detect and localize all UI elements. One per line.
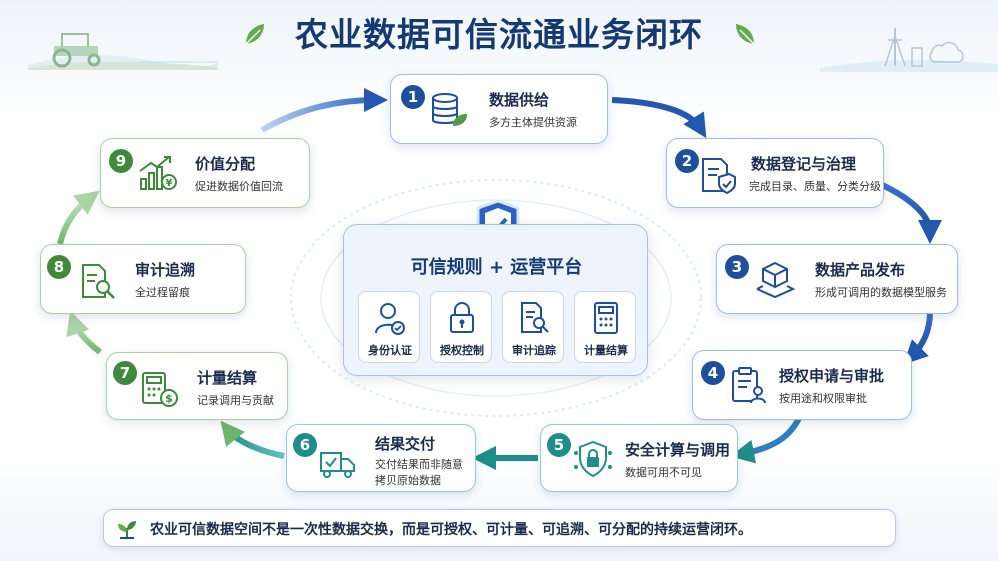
step-card-3[interactable]: 3 数据产品发布 形成可调用的数据模型服务	[716, 244, 958, 314]
document-shield-icon	[702, 158, 736, 195]
step-title-9: 价值分配	[195, 155, 256, 173]
step-desc-4: 按用途和权限审批	[779, 392, 867, 405]
step-title-7: 计量结算	[197, 369, 258, 387]
step-card-6[interactable]: 6 结果交付 交付结果而非随意 拷贝原始数据	[286, 424, 476, 492]
tile-authorization[interactable]: 授权控制	[430, 291, 492, 363]
step-title-4: 授权申请与审批	[779, 367, 885, 385]
tile-identity[interactable]: 身份认证	[358, 291, 420, 363]
step-desc-6-line1: 交付结果而非随意	[375, 458, 463, 471]
step-desc-6-line2: 拷贝原始数据	[375, 474, 441, 487]
tile-authorization-label: 授权控制	[440, 344, 484, 357]
step-card-4[interactable]: 4 授权申请与审批 按用途和权限审批	[692, 350, 912, 420]
step-card-5[interactable]: 5 安全计算与调用 数据可用不可见	[540, 424, 738, 492]
page-title: 农业数据可信流通业务闭环	[295, 15, 703, 54]
center-title: 可信规则 + 运营平台	[410, 257, 583, 278]
step-card-8[interactable]: 8 审计追溯 全过程留痕	[40, 244, 246, 314]
tile-audit-label: 审计追踪	[512, 344, 556, 357]
doc-search-icon	[521, 302, 549, 333]
step-number-8: 8	[47, 255, 71, 279]
clipboard-user-icon	[732, 367, 766, 404]
tile-identity-label: 身份认证	[368, 344, 412, 357]
step-desc-2: 完成目录、质量、分类分级	[749, 180, 881, 193]
cube-platform-icon	[756, 261, 795, 299]
step-title-3: 数据产品发布	[815, 261, 906, 279]
calculator-coin-icon: $	[142, 372, 178, 407]
step-title-8: 审计追溯	[135, 261, 196, 279]
tile-billing[interactable]: 计量结算	[574, 291, 636, 363]
step-title-1: 数据供给	[489, 91, 550, 109]
document-search-icon	[82, 264, 115, 299]
growth-chart-coin-icon: ¥	[139, 156, 177, 190]
step-desc-5: 数据可用不可见	[625, 466, 702, 479]
database-leaf-icon	[432, 93, 467, 126]
tractor-icon	[28, 33, 218, 70]
step-card-1[interactable]: 1 数据供给 多方主体提供资源	[390, 74, 608, 144]
tile-billing-label: 计量结算	[584, 344, 628, 357]
step-number-9: 9	[109, 149, 133, 173]
step-desc-7: 记录调用与贡献	[197, 394, 274, 407]
step-card-7[interactable]: 7 $ 计量结算 记录调用与贡献	[106, 352, 288, 420]
step-number-2: 2	[675, 149, 699, 173]
step-desc-8: 全过程留痕	[135, 286, 190, 299]
step-number-1: 1	[401, 85, 425, 109]
step-desc-3: 形成可调用的数据模型服务	[815, 286, 947, 299]
padlock-icon	[450, 302, 474, 333]
step-card-9[interactable]: 9 ¥ 价值分配 促进数据价值回流	[100, 138, 310, 208]
step-number-5: 5	[547, 433, 571, 457]
step-desc-1: 多方主体提供资源	[489, 116, 577, 129]
step-number-6: 6	[293, 433, 317, 457]
user-check-icon	[375, 303, 405, 335]
step-card-2[interactable]: 2 数据登记与治理 完成目录、质量、分类分级	[666, 138, 884, 208]
step-title-2: 数据登记与治理	[751, 155, 857, 173]
step-title-6: 结果交付	[375, 435, 436, 453]
svg-text:$: $	[165, 392, 173, 405]
step-number-7: 7	[113, 361, 137, 385]
tile-audit[interactable]: 审计追踪	[502, 291, 564, 363]
step-desc-9: 促进数据价值回流	[195, 180, 283, 193]
calculator-icon	[594, 302, 618, 334]
summary-text: 农业可信数据空间不是一次性数据交换，而是可授权、可计量、可追溯、可分配的持续运营…	[150, 522, 752, 538]
chip-lock-icon	[574, 440, 612, 478]
step-number-4: 4	[701, 361, 725, 385]
center-platform-panel: 可信规则 + 运营平台 身份认证 授权控制 审计追踪	[343, 224, 648, 376]
step-number-3: 3	[725, 255, 749, 279]
tower-cloud-icon	[820, 28, 998, 72]
title-leaf-right-icon	[736, 24, 755, 45]
svg-text:¥: ¥	[166, 178, 173, 189]
sprout-icon	[118, 521, 136, 539]
summary-banner: 农业可信数据空间不是一次性数据交换，而是可授权、可计量、可追溯、可分配的持续运营…	[103, 509, 896, 547]
title-leaf-left-icon	[245, 24, 264, 45]
truck-check-icon	[320, 452, 355, 478]
step-title-5: 安全计算与调用	[625, 441, 731, 459]
